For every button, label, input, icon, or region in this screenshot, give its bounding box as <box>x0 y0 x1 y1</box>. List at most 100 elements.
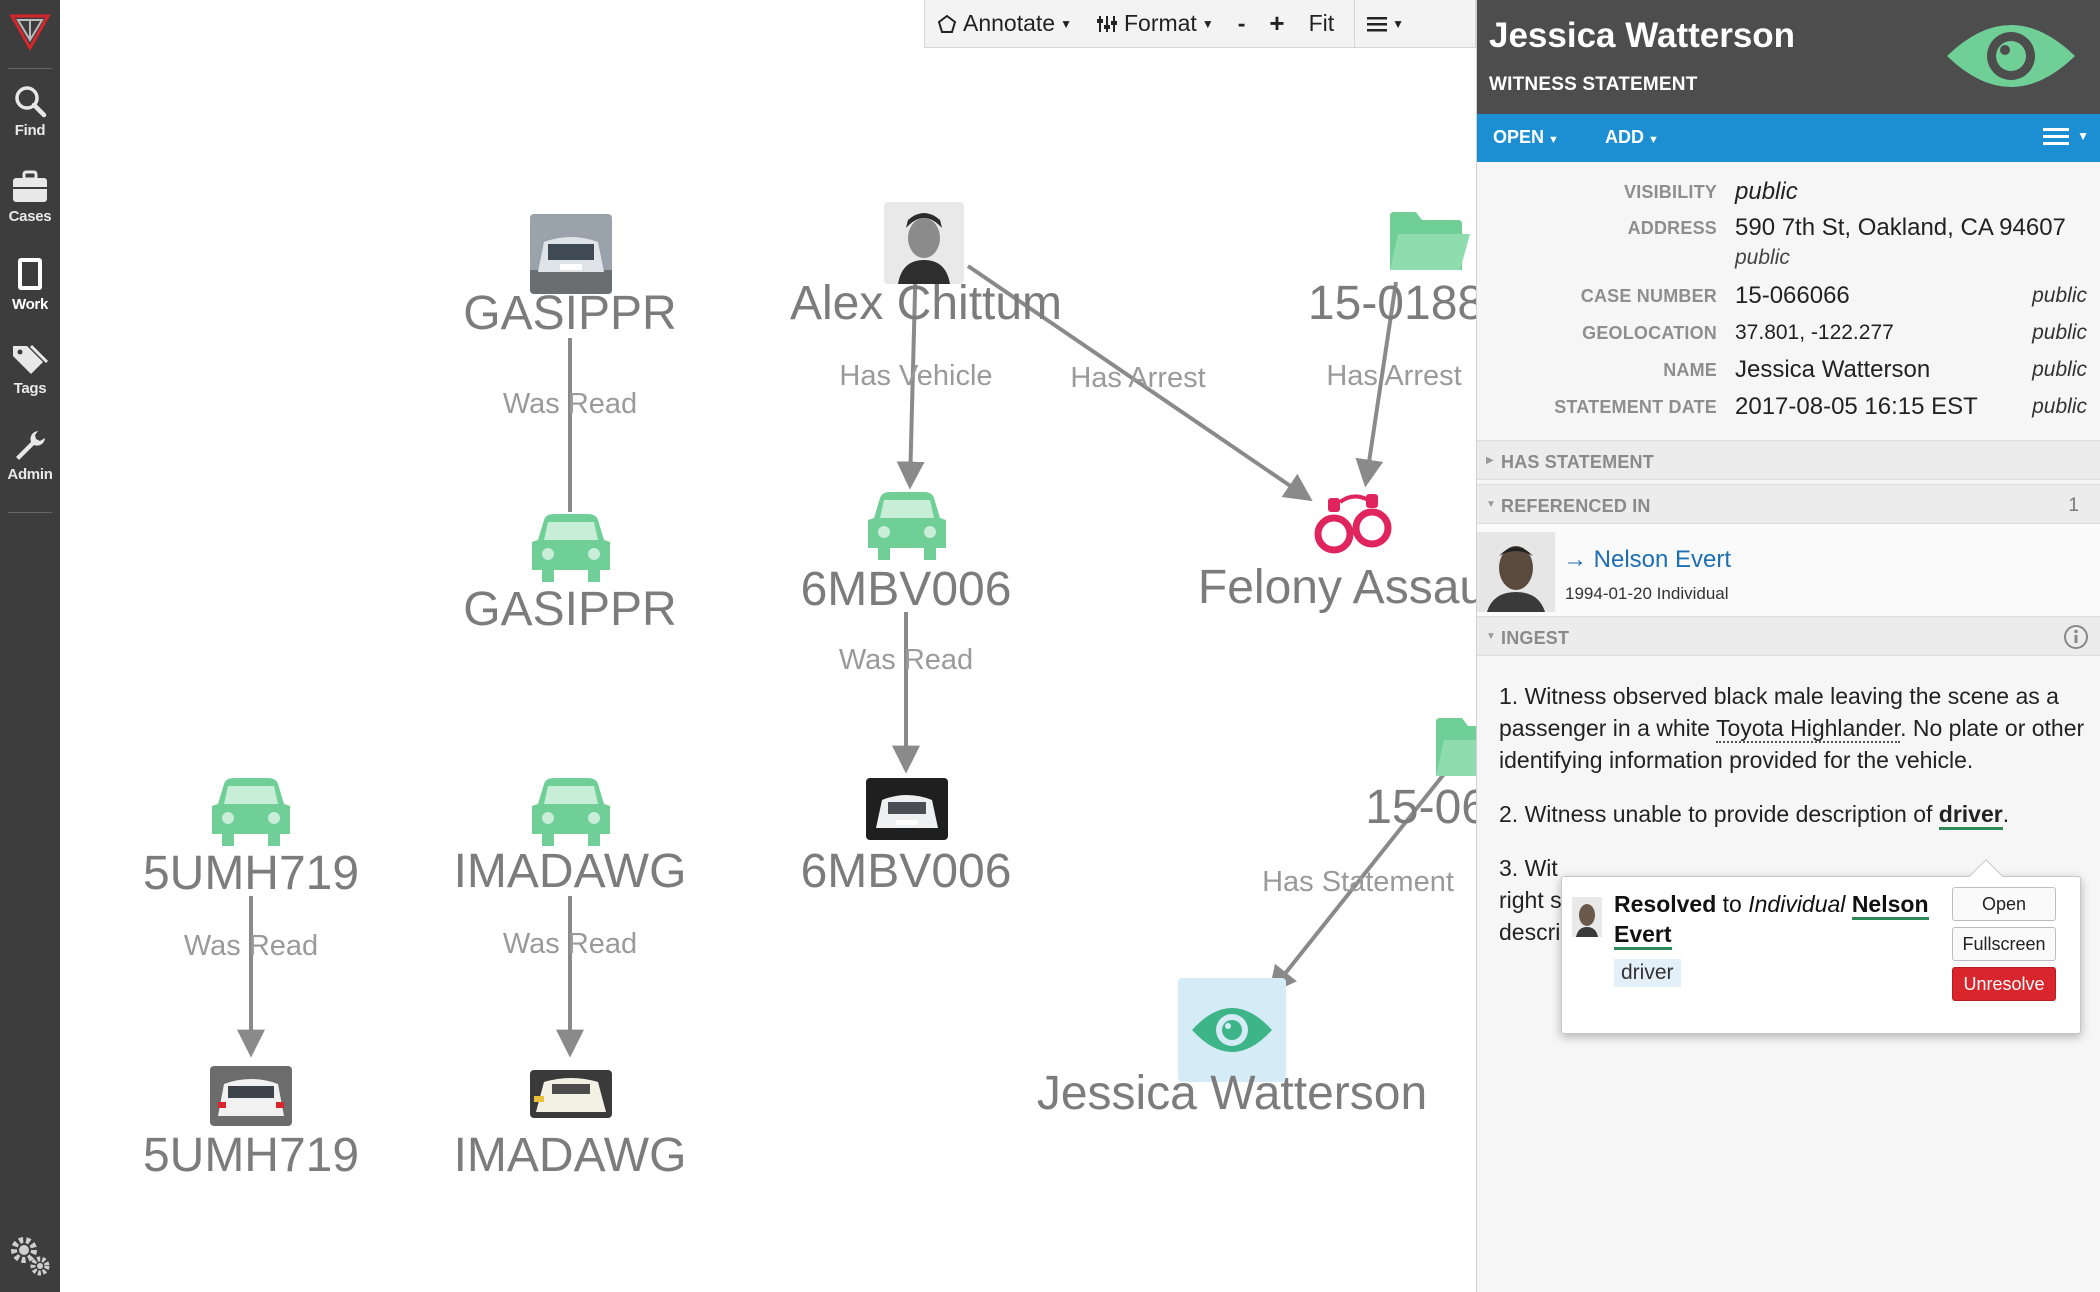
person-photo-node[interactable] <box>884 202 964 284</box>
graph-canvas[interactable]: GASIPPR Was Read GASIPPR Alex Chittum Ha… <box>60 0 1476 1292</box>
add-menu-button[interactable]: ADD▼ <box>1605 127 1659 148</box>
car-photo-icon <box>866 778 948 840</box>
vehicle-photo-node[interactable] <box>210 1066 292 1126</box>
wrench-icon <box>16 431 45 460</box>
handcuffs-icon[interactable] <box>1312 490 1396 556</box>
zoom-out-button[interactable]: - <box>1237 10 1246 36</box>
sidebar-item-admin[interactable]: Admin <box>0 418 60 504</box>
popover-entity-type: Individual <box>1748 891 1846 917</box>
sidebar-item-label: Admin <box>7 466 53 483</box>
section-label: REFERENCED IN <box>1501 496 1651 516</box>
graph-toolbar: Annotate ▼ Format ▼ - + Fit ▼ <box>924 0 1476 48</box>
popover-to-word: to <box>1722 891 1742 917</box>
chevron-down-icon: ▼ <box>1392 16 1405 31</box>
property-key: ADDRESS <box>1627 218 1717 238</box>
reference-item[interactable]: → Nelson Evert 1994-01-20 Individual <box>1477 524 2100 620</box>
sidebar-item-label: Tags <box>13 380 47 397</box>
fullscreen-button[interactable]: Fullscreen <box>1952 927 2056 961</box>
car-photo-icon <box>210 1066 292 1126</box>
ingest-text-span: . No plate or other identifying informat… <box>1499 715 2085 773</box>
resolution-popover: Resolved to Individual Nelson Evert driv… <box>1561 859 2081 1034</box>
chevron-down-icon: ▼ <box>1548 134 1559 146</box>
vehicle-icon[interactable] <box>210 776 292 848</box>
open-button[interactable]: Open <box>1952 887 2056 921</box>
sidebar-item-tags[interactable]: Tags <box>0 332 60 418</box>
info-icon[interactable] <box>2063 624 2089 650</box>
notebook-icon <box>18 258 42 290</box>
folder-icon[interactable] <box>1434 716 1476 780</box>
graph-menu-button[interactable]: ▼ <box>1355 0 1416 48</box>
property-address: ADDRESS 590 7th St, Oakland, CA 94607 pu… <box>1477 210 2100 274</box>
property-value[interactable]: 590 7th St, Oakland, CA 94607 <box>1735 214 2066 241</box>
node-label: 15-0188 <box>1307 277 1476 330</box>
panel-menu-button[interactable]: ▼ <box>2043 126 2089 146</box>
property-value[interactable]: public <box>1735 178 1798 205</box>
graph-edges <box>237 253 1454 1058</box>
mugshot-icon <box>884 202 964 284</box>
vehicle-icon[interactable] <box>530 512 612 584</box>
fit-button[interactable]: Fit <box>1308 10 1335 36</box>
pentagon-icon <box>937 14 957 33</box>
property-visibility-tag: public <box>2032 395 2087 418</box>
section-count: 1 <box>2068 495 2079 516</box>
panel-header: Jessica Watterson WITNESS STATEMENT <box>1477 0 2100 114</box>
edge-has-arrest-2 <box>1355 281 1398 488</box>
node-label: IMADAWG <box>453 845 687 898</box>
section-ingest[interactable]: ▼ INGEST <box>1477 616 2100 656</box>
sidebar-item-find[interactable]: Find <box>0 74 60 160</box>
open-menu-button[interactable]: OPEN▼ <box>1493 127 1559 148</box>
vehicle-icon[interactable] <box>530 776 612 848</box>
app-logo-icon[interactable] <box>8 10 52 54</box>
vehicle-photo-node[interactable] <box>866 778 948 840</box>
property-value[interactable]: 2017-08-05 16:15 EST <box>1735 393 1978 420</box>
folder-icon[interactable] <box>1388 210 1472 274</box>
unresolve-button[interactable]: Unresolve <box>1952 967 2056 1001</box>
ingest-text: 1. Witness observed black male leaving t… <box>1499 680 2089 970</box>
format-button[interactable]: Format ▼ <box>1084 0 1226 48</box>
property-key: STATEMENT DATE <box>1554 397 1717 417</box>
resolved-term-link[interactable]: driver <box>1938 801 2003 830</box>
vehicle-photo-node[interactable] <box>530 1070 612 1118</box>
edge-has-vehicle <box>896 253 925 490</box>
property-value[interactable]: 37.801, -122.277 <box>1735 321 1894 344</box>
reference-meta: 1994-01-20 Individual <box>1565 584 1729 603</box>
reference-link[interactable]: → Nelson Evert <box>1563 546 1732 573</box>
section-label: HAS STATEMENT <box>1501 452 1654 472</box>
ingest-paragraph: 1. Witness observed black male leaving t… <box>1499 680 2089 776</box>
popover-entity-link[interactable]: Nelson Evert <box>1614 891 1929 950</box>
annotate-button[interactable]: Annotate ▼ <box>925 0 1084 48</box>
property-value[interactable]: 15-066066 <box>1735 282 1850 309</box>
zoom-in-button[interactable]: + <box>1269 8 1285 38</box>
sidebar-item-label: Cases <box>8 208 52 225</box>
ingest-text-span: 1. Witness observed black male leaving t… <box>1499 683 2059 741</box>
gears-icon[interactable] <box>8 1234 52 1278</box>
eye-icon <box>1192 1008 1272 1052</box>
vehicle-photo-node[interactable] <box>530 214 612 294</box>
chevron-down-icon: ▼ <box>1648 134 1659 146</box>
ingest-text-span: descri <box>1499 919 1561 945</box>
section-has-statement[interactable]: ▶ HAS STATEMENT <box>1477 440 2100 480</box>
sidebar-item-cases[interactable]: Cases <box>0 160 60 246</box>
edge-label: Has Vehicle <box>839 360 993 392</box>
property-visibility-tag: public <box>2032 321 2087 344</box>
node-label: GASIPPR <box>463 287 677 340</box>
witness-node-selected[interactable] <box>1178 978 1286 1082</box>
edge-label: Was Read <box>183 930 319 962</box>
vehicle-icon[interactable] <box>866 490 948 562</box>
panel-action-bar: OPEN▼ ADD▼ ▼ <box>1477 114 2100 162</box>
section-referenced-in[interactable]: ▼ REFERENCED IN 1 <box>1477 484 2100 524</box>
node-label: 5UMH719 <box>142 1129 360 1182</box>
node-label: Jessica Watterson <box>1036 1067 1428 1120</box>
node-label: Alex Chittum <box>789 277 1063 330</box>
edge-label: Has Arrest <box>1326 360 1462 392</box>
tag-icon <box>13 344 49 374</box>
ingest-text-span: right s <box>1499 887 1562 913</box>
resolved-term-link[interactable]: Toyota Highlander <box>1715 715 1901 743</box>
car-photo-icon <box>530 214 612 294</box>
sidebar-item-work[interactable]: Work <box>0 246 60 332</box>
chevron-down-icon: ▼ <box>1201 16 1214 31</box>
search-icon <box>15 86 47 118</box>
property-value[interactable]: Jessica Watterson <box>1735 356 1931 383</box>
property-case-number: CASE NUMBER 15-066066 public <box>1477 278 2100 312</box>
node-label: Felony Assault <box>1197 561 1476 614</box>
